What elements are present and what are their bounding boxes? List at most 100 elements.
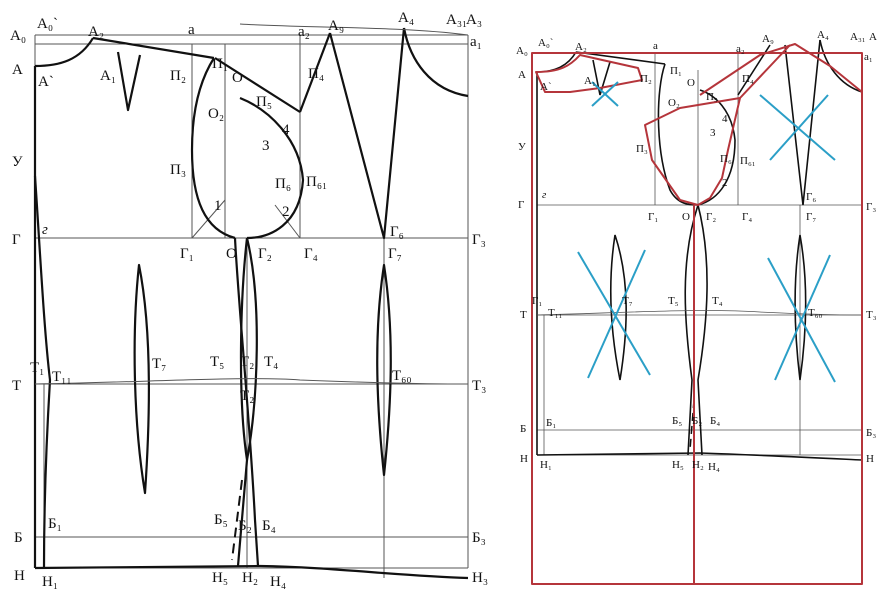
r-label-H1: H₁ xyxy=(540,459,552,471)
left-labels: A₀ A₀` A₂ a a₂ A₉ A₄ A₃₁ A₃ a₁ A A` A₁ П… xyxy=(10,10,488,590)
right-labels: A₀ A₀` A₂ a a₂ A₉ A₄ A₃₁ A a₁ A A` A₁ П₂… xyxy=(516,29,877,473)
label-B: Б xyxy=(14,530,23,546)
r-label-T1: Г₁ xyxy=(532,295,542,307)
r-label-B5: Б₅ xyxy=(672,415,682,427)
front-neckline xyxy=(402,27,469,98)
r-label-B4: Б₄ xyxy=(710,415,720,427)
r-label-P4: П₄ xyxy=(742,73,754,85)
red-front-yoke xyxy=(699,43,863,96)
red-armhole-piece xyxy=(644,97,741,206)
r-label-G4: Г₄ xyxy=(742,211,752,223)
label-A1: A₁ xyxy=(100,68,116,84)
label-P2: П₂ xyxy=(170,68,186,84)
cross-front-waist-2 xyxy=(774,254,831,381)
r-label-n2: 2 xyxy=(722,177,728,189)
r-back-waist-dart xyxy=(610,234,627,381)
r-label-H4: H₄ xyxy=(708,461,720,473)
r-label-A: A xyxy=(518,69,526,81)
label-T60: T₆₀ xyxy=(392,368,412,384)
r-label-P5: П₅ xyxy=(706,91,718,103)
label-H4: H₄ xyxy=(270,574,286,590)
label-n4: 4 xyxy=(282,122,290,138)
label-a1: a₁ xyxy=(470,34,482,50)
label-O2: O₂ xyxy=(208,106,224,122)
r-label-T11: T₁₁ xyxy=(548,307,563,319)
label-A3: A₃ xyxy=(466,12,482,28)
right-pattern-draft xyxy=(531,39,863,585)
label-P5: П₅ xyxy=(256,94,272,110)
r-label-P61: П₆₁ xyxy=(740,155,756,167)
label-H1: H₁ xyxy=(42,574,58,590)
r-front-bust-dart xyxy=(784,39,821,206)
label-G6: Г₆ xyxy=(390,224,404,240)
r-label-H2: H₂ xyxy=(692,459,704,471)
label-A0p: A₀` xyxy=(37,16,58,32)
r-label-B2: Б₂ xyxy=(692,415,702,427)
grain-dashed-line xyxy=(231,479,243,561)
r-grain-dashed-line xyxy=(689,399,695,451)
label-P4: П₄ xyxy=(308,66,324,82)
hem-curve xyxy=(34,564,469,580)
label-G2: Г₂ xyxy=(258,246,272,262)
waist-curve xyxy=(34,378,469,385)
front-bust-dart xyxy=(328,27,406,240)
front-armhole xyxy=(239,96,305,240)
r-label-G2: Г₂ xyxy=(706,211,716,223)
front-waist-dart xyxy=(376,263,392,477)
back-waist-dart xyxy=(133,263,150,495)
back-neckline xyxy=(34,37,94,68)
r-label-G6: Г₆ xyxy=(806,191,816,203)
label-T3: T₃ xyxy=(472,378,486,394)
label-H: H xyxy=(14,568,25,584)
r-label-g: г xyxy=(542,189,547,201)
r-label-P3: П₃ xyxy=(636,143,648,155)
label-O-bottom: O xyxy=(226,246,237,262)
back-center-shaping xyxy=(33,175,52,569)
r-label-T5: T₅ xyxy=(668,295,679,307)
cross-back-waist-1 xyxy=(577,251,651,376)
label-G4: Г₄ xyxy=(304,246,318,262)
label-B4: Б₄ xyxy=(262,518,276,534)
label-T7: T₇ xyxy=(152,356,166,372)
r-label-A4: A₄ xyxy=(817,29,829,41)
r-front-waist-dart xyxy=(794,234,807,381)
label-P1: П₁ xyxy=(212,56,228,72)
label-n3: 3 xyxy=(262,138,270,154)
r-label-T4: T₄ xyxy=(712,295,723,307)
red-yoke-split xyxy=(739,44,791,99)
modified-pattern-outline xyxy=(531,43,863,585)
back-armhole xyxy=(190,57,236,240)
label-a: a xyxy=(188,22,195,38)
r-label-B3: Б₃ xyxy=(866,427,876,439)
r-label-O: O xyxy=(687,77,695,89)
label-A0: A₀ xyxy=(10,28,26,44)
label-g: г xyxy=(42,222,48,238)
r-label-G7: Г₇ xyxy=(806,211,816,223)
r-label-P6: П₆ xyxy=(720,153,732,165)
label-B2: Б₂ xyxy=(238,518,252,534)
r-label-n4: 4 xyxy=(722,113,728,125)
r-label-T3: T₃ xyxy=(866,309,877,321)
r-label-A2: A₂ xyxy=(575,41,587,53)
left-outline xyxy=(33,27,469,580)
r-front-neckline xyxy=(819,39,863,93)
fabric-rectangle xyxy=(531,52,863,585)
label-B5: Б₅ xyxy=(214,512,228,528)
right-outline xyxy=(536,39,863,461)
label-B3: Б₃ xyxy=(472,530,486,546)
front-shoulder xyxy=(298,32,332,113)
r-side-seam-front xyxy=(697,204,708,456)
dart-closure-marks xyxy=(577,81,836,383)
r-label-P2: П₂ xyxy=(640,73,652,85)
label-G1: Г₁ xyxy=(180,246,194,262)
r-label-B1: Б₁ xyxy=(546,417,556,429)
r-label-G1: Г₁ xyxy=(648,211,658,223)
cross-back-waist-2 xyxy=(587,249,646,379)
side-seam-curve xyxy=(245,237,258,461)
cross-front-dart-1 xyxy=(759,94,836,161)
top-curve xyxy=(239,23,469,36)
label-P6: П₆ xyxy=(275,176,291,192)
r-label-H3: H xyxy=(866,453,874,465)
